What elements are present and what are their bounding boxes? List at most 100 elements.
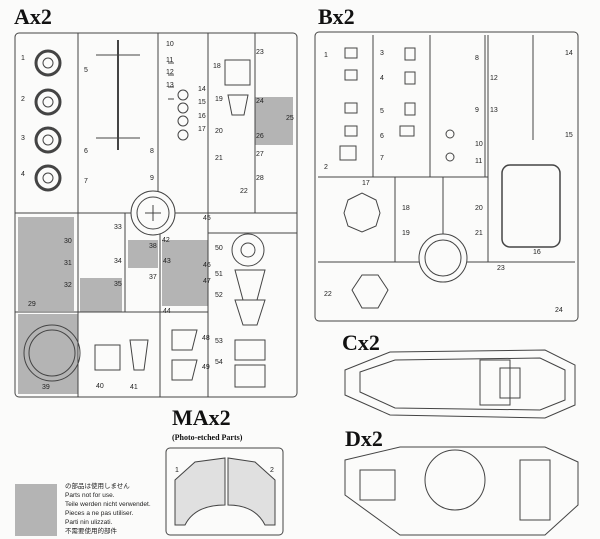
part-label: 11 [475,158,482,165]
sprue-a [14,32,298,398]
sprue-b-title: Bx2 [318,4,355,29]
part-label: 27 [256,151,264,158]
part-label: 12 [166,69,174,76]
part-label: 34 [114,258,122,265]
part-label: 3 [21,135,25,142]
part-label: 43 [163,258,171,265]
sprue-a-title: Ax2 [14,4,52,29]
part-label: 2 [324,164,328,171]
sprue-b [314,31,579,322]
part-label: 2 [270,467,274,474]
legend-line: Pieces a ne pas utiliser. [65,510,134,517]
part-label: 21 [215,155,223,162]
part-label: 28 [256,175,264,182]
legend-line: 不需要使用的部件 [65,528,117,535]
part-label: 11 [166,57,173,64]
part-label: 22 [324,291,332,298]
part-label: 53 [215,338,223,345]
unused-zone [80,278,122,312]
part-label: 4 [380,75,384,82]
part-label: 48 [202,335,210,342]
legend-line: の部品は使用しません [65,483,130,490]
part-label: 7 [380,155,384,162]
part-label: 23 [497,265,505,272]
part-label: 20 [215,128,223,135]
part-label: 13 [490,107,498,114]
part-label: 35 [114,281,122,288]
part-label: 3 [380,50,384,57]
part-label: 4 [21,171,25,178]
unused-zone [255,97,293,145]
part-label: 50 [215,245,223,252]
unused-zone [18,217,74,311]
part-label: 15 [565,132,573,139]
sprue-ma-title: MAx2 [172,405,231,430]
part-label: 29 [28,301,36,308]
part-label: 18 [213,63,221,70]
part-label: 15 [198,99,206,106]
part-label: 14 [565,50,573,57]
part-label: 1 [21,55,25,62]
part-label: 22 [240,188,248,195]
part-label: 37 [149,274,157,281]
part-label: 10 [166,41,174,48]
part-label: 16 [198,113,206,120]
part-label: 44 [163,308,171,315]
part-label: 21 [475,230,483,237]
part-label: 2 [21,96,25,103]
part-label: 9 [150,175,154,182]
sprue-ma-subtitle: (Photo-etched Parts) [172,433,243,442]
part-label: 33 [114,224,122,231]
unused-zone [128,240,158,268]
part-label: 12 [490,75,498,82]
part-label: 25 [286,115,294,122]
part-label: 31 [64,260,72,267]
part-label: 26 [256,133,264,140]
part-label: 17 [362,180,370,187]
part-label: 18 [402,205,410,212]
part-label: 1 [324,52,328,59]
wheels [34,49,62,192]
part-label: 9 [475,107,479,114]
part-label: 45 [203,215,211,222]
part-label: 49 [202,364,210,371]
part-label: 32 [64,282,72,289]
part-label: 16 [533,249,541,256]
sprue-ma-fret: 1 2 [165,447,284,536]
part-label: 19 [215,96,223,103]
part-label: 51 [215,271,223,278]
sprue-a-part-labels: 1234567891011121314151617181920212223242… [21,41,294,391]
part-label: 41 [130,384,138,391]
part-label: 23 [256,49,264,56]
part-label: 46 [203,262,211,269]
part-label: 8 [150,148,154,155]
part-label: 6 [380,133,384,140]
legend-line: Parts not for use. [65,492,115,499]
part-label: 8 [475,55,479,62]
part-label: 20 [475,205,483,212]
part-label: 42 [162,237,170,244]
legend: の部品は使用しません Parts not for use. Teile werd… [65,482,151,536]
unused-zone [18,314,78,394]
unused-zone [162,240,208,306]
part-label: 5 [380,108,384,115]
part-label: 54 [215,359,223,366]
part-label: 47 [203,278,211,285]
part-label: 40 [96,383,104,390]
sprue-frame [314,31,579,322]
part-label: 10 [475,141,483,148]
part-label: 24 [256,98,264,105]
part-label: 6 [84,148,88,155]
sprue-frame [14,32,298,398]
part-label: 30 [64,238,72,245]
part-label: 5 [84,67,88,74]
part-label: 39 [42,384,50,391]
part-label: 38 [149,243,157,250]
sprue-d-hull [344,446,579,536]
legend-line: Teile werden nicht verwendet. [65,501,151,508]
sprue-c-title: Cx2 [342,330,380,355]
part-label: 1 [175,467,179,474]
